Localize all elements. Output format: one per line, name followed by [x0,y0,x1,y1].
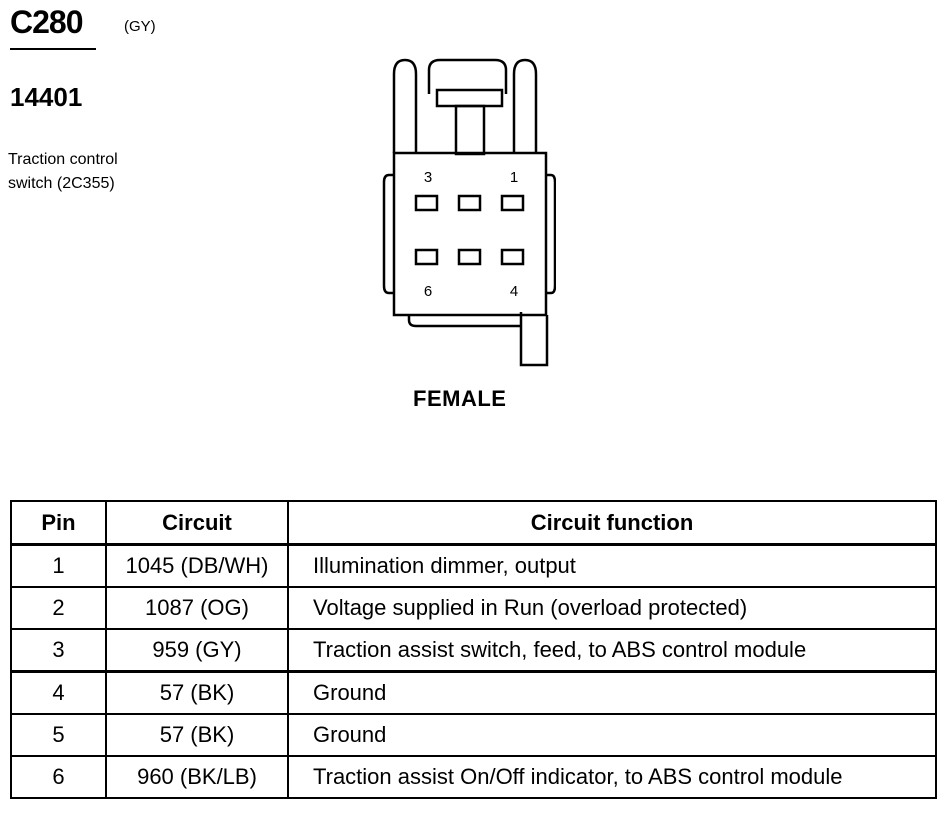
circuit-cell: 959 (GY) [105,628,289,673]
table-row: 5 57 (BK) Ground [10,713,937,757]
pin-label: 3 [424,169,432,186]
circuit-cell: 960 (BK/LB) [105,755,289,799]
column-header-circuit: Circuit [105,500,289,546]
pin-cell: 5 [10,713,107,757]
connector-body [392,151,548,317]
pinout-table: Pin Circuit Circuit function 1 1045 (DB/… [10,500,937,799]
component-description: Traction control switch (2C355) [8,148,118,196]
pin-cell: 4 [10,670,107,715]
table-row: 3 959 (GY) Traction assist switch, feed,… [10,628,937,673]
description-line: Traction control [8,151,118,168]
circuit-cell: 1045 (DB/WH) [105,543,289,588]
table-row: 1 1045 (DB/WH) Illumination dimmer, outp… [10,543,937,588]
pin-cavity [500,194,525,212]
pin-cavity [457,248,482,266]
function-cell: Ground [287,713,937,757]
pin-cavity [414,194,439,212]
function-cell: Illumination dimmer, output [287,543,937,588]
pin-cavity [457,194,482,212]
pin-cell: 1 [10,543,107,588]
table-row: 4 57 (BK) Ground [10,670,937,715]
pin-label: 4 [510,283,518,300]
description-line: switch (2C355) [8,175,115,192]
connector-code: C280 [10,4,83,40]
function-cell: Traction assist switch, feed, to ABS con… [287,628,937,673]
right-latch-arm [512,58,538,153]
pin-cavity [414,248,439,266]
pin-label: 1 [510,169,518,186]
locking-tab-hood [427,58,508,94]
pin-cell: 6 [10,755,107,799]
column-header-function: Circuit function [287,500,937,546]
polarization-key [519,312,549,367]
locking-tab-stem [454,104,486,156]
connector-gender-label: FEMALE [413,386,507,411]
pin-label: 6 [424,283,432,300]
function-cell: Voltage supplied in Run (overload protec… [287,586,937,630]
pin-cavity [500,248,525,266]
bottom-skirt [407,315,521,328]
column-header-pin: Pin [10,500,107,546]
table-row: 6 960 (BK/LB) Traction assist On/Off ind… [10,755,937,799]
function-cell: Ground [287,670,937,715]
locking-tab-bar [435,88,504,108]
left-side-rib [382,173,394,295]
part-number: 14401 [10,82,83,112]
circuit-cell: 1087 (OG) [105,586,289,630]
pin-cell: 2 [10,586,107,630]
function-cell: Traction assist On/Off indicator, to ABS… [287,755,937,799]
circuit-cell: 57 (BK) [105,670,289,715]
connector-code-underline [10,48,96,50]
connector-color: (GY) [124,18,156,35]
table-header-row: Pin Circuit Circuit function [10,500,937,546]
pin-cavities [414,194,525,266]
circuit-cell: 57 (BK) [105,713,289,757]
table-row: 2 1087 (OG) Voltage supplied in Run (ove… [10,586,937,630]
connector-face-diagram: 3 1 6 4 [382,58,556,367]
pin-cell: 3 [10,628,107,673]
right-side-rib [546,173,556,295]
left-latch-arm [392,58,418,153]
